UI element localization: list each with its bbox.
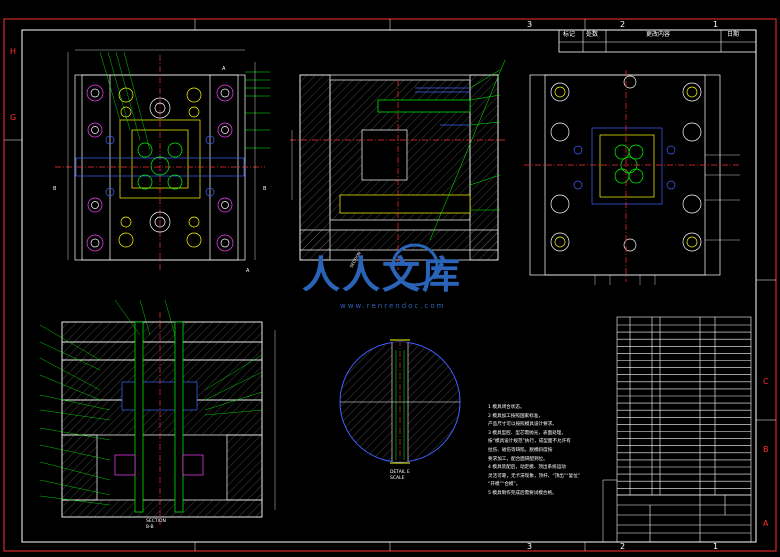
detail-label: DETAIL E SCALE — [390, 470, 410, 481]
note-line: 5 模具制作完成后需要试模合格。 — [488, 490, 557, 496]
zone-number-top-1: 1 — [713, 20, 719, 29]
note-line: 2 模具加工按照国家标准， — [488, 413, 543, 419]
svg-text:A: A — [222, 66, 226, 72]
note-line: 产品尺寸可以按照模具设计要求。 — [488, 422, 557, 428]
revision-header-content: 更改内容 — [646, 31, 671, 38]
zone-letter-left-h: H — [10, 47, 17, 56]
watermark-url: www.renrendoc.com — [340, 302, 446, 310]
zone-letter-right-b: B — [763, 445, 769, 454]
section-view-bb — [39, 299, 276, 525]
plan-view-left — [55, 49, 270, 270]
note-line: 1 模具闭合状态。 — [488, 405, 525, 410]
zone-number-top-2: 2 — [620, 20, 626, 29]
technical-notes: 1 模具闭合状态。 2 模具加工按照国家标准， 产品尺寸可以按照模具设计要求。 … — [488, 404, 580, 499]
svg-text:B: B — [263, 186, 267, 192]
note-line: 灵活可靠，无卡滞现象，顶杆、“顶出”“复位” — [488, 473, 581, 479]
note-line: 按“模具设计规范”执行，成型面不允许有 — [488, 439, 571, 445]
note-line: “开模”“合模”。 — [488, 482, 521, 488]
zone-number-top-3: 3 — [527, 20, 533, 29]
detail-view — [339, 339, 461, 464]
watermark-text-cn: 人人文库 — [302, 253, 463, 297]
svg-text:B: B — [53, 186, 57, 192]
revision-block — [558, 29, 757, 53]
plan-view-right — [524, 70, 740, 285]
revision-header-count: 处数 — [586, 31, 599, 38]
inner-border — [21, 29, 757, 543]
zone-letter-right-a: A — [763, 519, 769, 528]
revision-header-date: 日期 — [727, 31, 740, 38]
zone-letter-left-g: G — [10, 113, 17, 122]
renrendoc-logo-icon — [391, 243, 439, 287]
revision-header-mark: 标记 — [563, 31, 576, 38]
note-line: 4 模具装配后，动定模、顶出系统运动 — [488, 465, 566, 471]
zone-number-bottom-3: 3 — [527, 542, 533, 551]
zone-number-bottom-2: 2 — [620, 542, 626, 551]
note-line: 3 模具型腔、型芯需抛光，表面处理， — [488, 430, 566, 436]
watermark-logo: 人人文库 www.renrendoc.com — [300, 238, 490, 310]
note-line: 要求加工，配合面研配到位。 — [488, 456, 548, 462]
zone-letter-right-c: C — [763, 377, 769, 386]
bill-of-materials — [616, 316, 752, 543]
note-line: 拉伤、碰伤等缺陷，脱模斜度按 — [488, 447, 553, 453]
svg-text:A: A — [246, 268, 250, 274]
section-label-bb: SECTION B-B — [146, 519, 166, 530]
zone-number-bottom-1: 1 — [713, 542, 719, 551]
